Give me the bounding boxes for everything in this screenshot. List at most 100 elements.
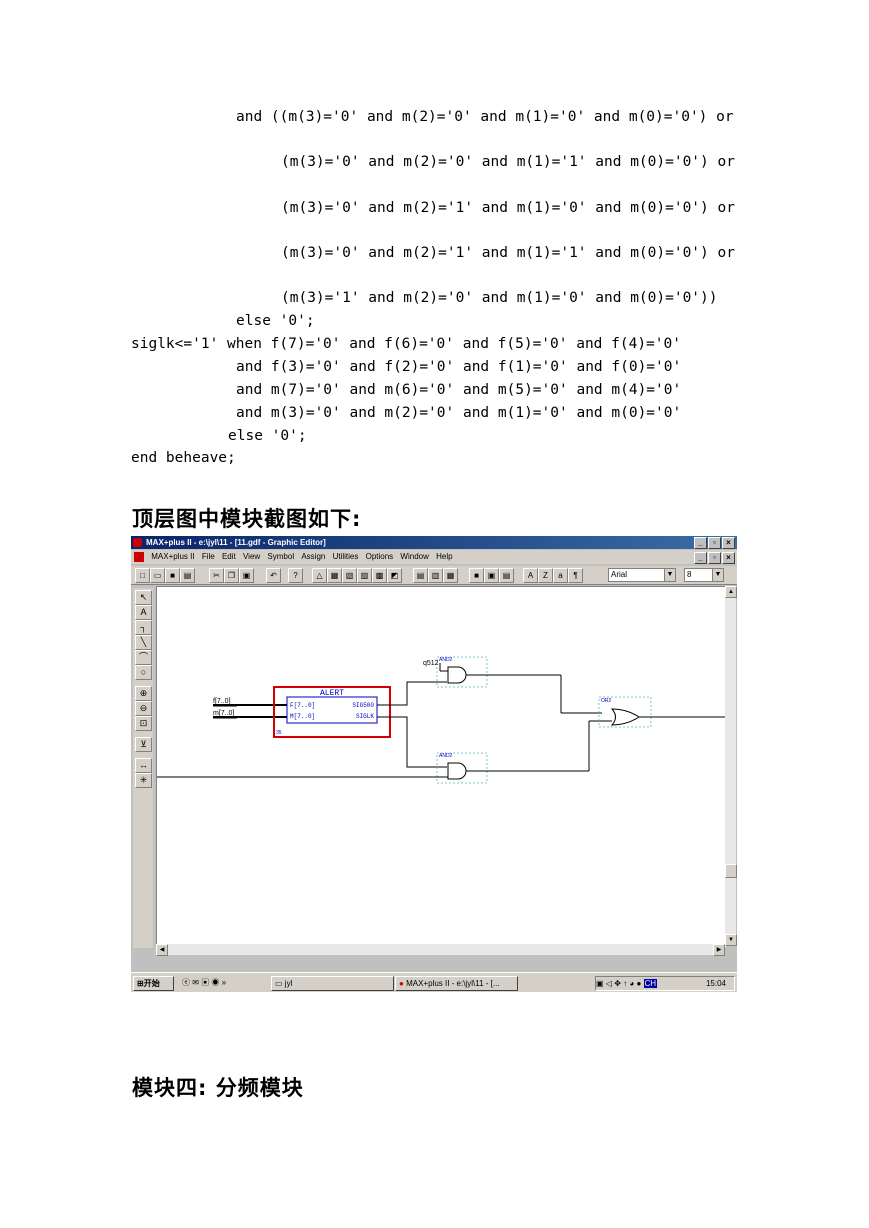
floorplan-icon[interactable]: ▦ [327, 568, 342, 583]
font-size-value: 8 [687, 570, 692, 579]
q512-label: q512 [423, 660, 439, 667]
task-maxplus[interactable]: ● MAX+plus II - e:\jyl\11 - [... [395, 976, 518, 991]
volume-icon[interactable]: ◁ [605, 979, 612, 988]
font-za-icon[interactable]: Z [538, 568, 553, 583]
start-label: 开始 [143, 979, 160, 988]
and-gate-2[interactable] [447, 762, 467, 780]
font-size-select[interactable]: 8 ▼ [684, 568, 724, 582]
desktop-icon[interactable]: ▣ [201, 978, 210, 987]
font-name-select[interactable]: Arial ▼ [608, 568, 676, 582]
font-ab-icon[interactable]: a [553, 568, 568, 583]
code-line: (m(3)='1' and m(2)='0' and m(1)='0' and … [281, 290, 718, 306]
menu-window[interactable]: Window [400, 552, 429, 561]
menu-maxplus[interactable]: MAX+plus II [151, 552, 195, 561]
menu-file[interactable]: File [201, 552, 215, 561]
undo-icon[interactable]: ↶ [266, 568, 281, 583]
code-line: siglk<='1' when f(7)='0' and f(6)='0' an… [131, 336, 681, 352]
save-compile-icon[interactable]: ▥ [428, 568, 443, 583]
rubberband-icon[interactable]: ⊻ [135, 737, 152, 752]
code-line: (m(3)='0' and m(2)='0' and m(1)='1' and … [281, 154, 735, 170]
timing-icon[interactable]: ▩ [372, 568, 387, 583]
doc-minimize-button[interactable]: _ [694, 552, 707, 564]
task-maxplus-label: MAX+plus II - e:\jyl\11 - [... [406, 979, 500, 988]
doc-close-button[interactable]: × [722, 552, 735, 564]
arrow-icon[interactable]: ↑ [623, 979, 628, 988]
top-level-icon[interactable]: ▤ [499, 568, 514, 583]
cut-icon[interactable]: ✂ [209, 568, 224, 583]
new-file-icon[interactable]: □ [135, 568, 150, 583]
code-line: end beheave; [131, 450, 236, 466]
doc-maximize-button[interactable]: ▫ [708, 552, 721, 564]
arc-tool-icon[interactable]: ⌒ [135, 650, 152, 665]
horizontal-scrollbar[interactable]: ◀ ▶ [156, 944, 725, 956]
antivirus-icon[interactable]: ● [636, 979, 642, 988]
minimize-button[interactable]: _ [694, 537, 707, 549]
paste-icon[interactable]: ▣ [239, 568, 254, 583]
pin-icon[interactable]: ■ [469, 568, 484, 583]
simulator-icon[interactable]: ▨ [357, 568, 372, 583]
and-gate-1[interactable] [447, 666, 467, 684]
alert-block[interactable] [286, 696, 378, 724]
alert-block-name: ALERT [320, 689, 344, 698]
schematic-canvas[interactable]: f[7..0] m[7..0] ALERT F[7..0] M[7..0] SI… [156, 586, 726, 947]
save-simulate-icon[interactable]: ▦ [443, 568, 458, 583]
copy-icon[interactable]: ❐ [224, 568, 239, 583]
network-icon[interactable]: ✥ [614, 979, 621, 988]
save-check-icon[interactable]: ▤ [413, 568, 428, 583]
alert-block-selection[interactable] [273, 686, 391, 738]
menu-symbol[interactable]: Symbol [267, 552, 295, 561]
programmer-icon[interactable]: ◩ [387, 568, 402, 583]
maximize-button[interactable]: ▫ [708, 537, 721, 549]
compiler-icon[interactable]: ▧ [342, 568, 357, 583]
start-button[interactable]: ⊞开始 [133, 976, 174, 991]
hierarchy-icon[interactable]: △ [312, 568, 327, 583]
orthogonal-line-icon[interactable]: ┐ [135, 620, 152, 635]
shield-icon[interactable]: ▣ [596, 979, 604, 988]
pointer-tool-icon[interactable]: ↖ [135, 590, 152, 605]
font-style-icon[interactable]: ¶ [568, 568, 583, 583]
font-a-icon[interactable]: A [523, 568, 538, 583]
text-tool-icon[interactable]: A [135, 605, 152, 620]
menu-assign[interactable]: Assign [301, 552, 326, 561]
chevron-down-icon[interactable]: ▼ [664, 569, 675, 581]
help-pointer-icon[interactable]: ? [288, 568, 303, 583]
vertical-scrollbar[interactable]: ▲ ▼ [725, 586, 737, 946]
circle-tool-icon[interactable]: ○ [135, 665, 152, 680]
block-number: 35 [276, 730, 282, 736]
menu-utilities[interactable]: Utilities [332, 552, 359, 561]
close-button[interactable]: × [722, 537, 735, 549]
scroll-thumb[interactable] [725, 864, 737, 878]
scroll-left-icon[interactable]: ◀ [156, 944, 168, 956]
font-name-value: Arial [611, 570, 628, 579]
connection-icon[interactable]: ↔ [135, 758, 152, 773]
cross-connect-icon[interactable]: ✳ [135, 773, 152, 788]
media-icon[interactable]: ◉ [211, 978, 220, 987]
port-m-label: M[7..0] [290, 713, 315, 720]
project-icon[interactable]: ▣ [484, 568, 499, 583]
menu-help[interactable]: Help [436, 552, 453, 561]
ime-indicator[interactable]: CH [643, 979, 658, 988]
menu-view[interactable]: View [242, 552, 261, 561]
fit-window-icon[interactable]: ⊡ [135, 716, 152, 731]
or-gate[interactable] [610, 708, 640, 726]
save-icon[interactable]: ■ [165, 568, 180, 583]
qq-icon[interactable]: ◕ [629, 979, 635, 988]
scroll-up-icon[interactable]: ▲ [725, 586, 737, 598]
menu-options[interactable]: Options [365, 552, 394, 561]
print-icon[interactable]: ▤ [180, 568, 195, 583]
zoom-in-icon[interactable]: ⊕ [135, 686, 152, 701]
more-icon[interactable]: » [221, 978, 227, 987]
task-jyl[interactable]: ▭ jyl [271, 976, 394, 991]
port-sig500-label: SIG500 [352, 702, 374, 709]
or-gate-label: OR2 [601, 698, 612, 704]
scroll-right-icon[interactable]: ▶ [713, 944, 725, 956]
menu-edit[interactable]: Edit [221, 552, 236, 561]
zoom-out-icon[interactable]: ⊖ [135, 701, 152, 716]
code-line: and f(3)='0' and f(2)='0' and f(1)='0' a… [236, 359, 682, 375]
scroll-down-icon[interactable]: ▼ [725, 934, 737, 946]
diagonal-line-icon[interactable]: ╲ [135, 635, 152, 650]
outlook-icon[interactable]: ✉ [192, 978, 199, 987]
ie-icon[interactable]: ⓔ [182, 978, 190, 987]
chevron-down-icon[interactable]: ▼ [712, 569, 723, 581]
open-folder-icon[interactable]: ▭ [150, 568, 165, 583]
